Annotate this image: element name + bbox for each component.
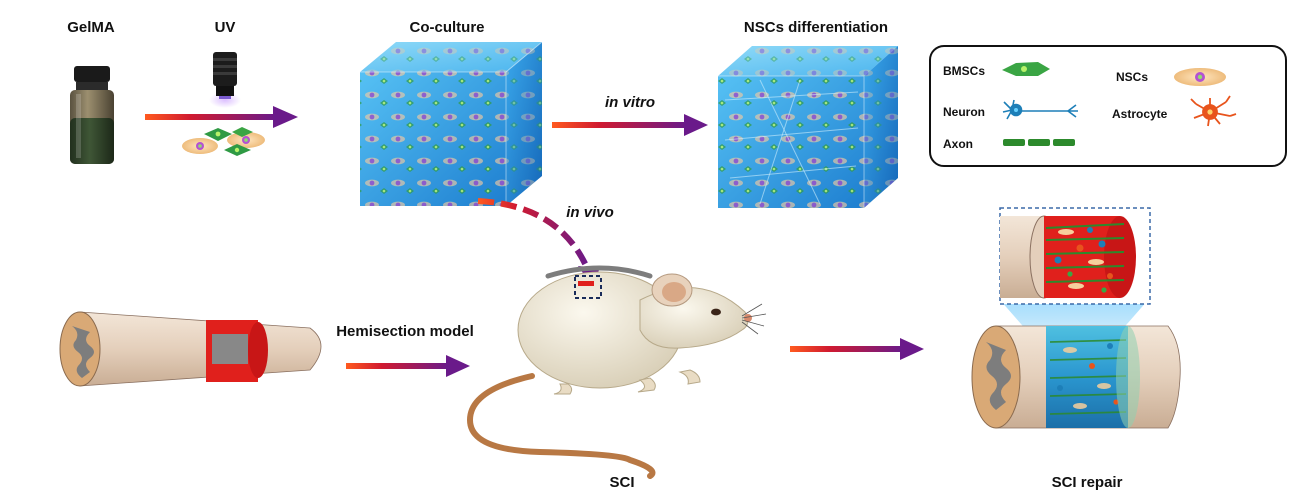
legend-label-bmscs: BMSCs <box>943 64 985 78</box>
legend-label-astrocyte: Astrocyte <box>1112 107 1168 121</box>
legend-label-axon: Axon <box>943 137 973 151</box>
coculture-label: Co-culture <box>410 19 485 36</box>
hydrogel-cube-icon <box>360 41 543 206</box>
legend-box: BMSCs NSCs Neuron Astrocyte Axon <box>929 45 1287 167</box>
cell-cluster-icon <box>182 127 265 156</box>
bmsc-icon <box>1002 62 1050 76</box>
mouse-icon <box>466 265 767 479</box>
vial-icon <box>70 66 114 164</box>
legend-label-nscs: NSCs <box>1116 70 1148 84</box>
uv-label: UV <box>215 19 236 36</box>
sci-label: SCI <box>609 474 634 491</box>
astrocyte-icon <box>1190 95 1237 127</box>
spinal-cord-icon <box>59 311 322 387</box>
differentiated-cube-icon <box>718 46 898 208</box>
nsc-icon <box>1174 68 1226 86</box>
axon-icon <box>1003 139 1075 146</box>
repaired-spinal-cord-icon <box>971 325 1181 429</box>
arrow-repair <box>790 338 924 360</box>
uv-lamp-icon <box>209 52 241 108</box>
in-vivo-label: in vivo <box>566 204 614 221</box>
arrow-encapsulate <box>145 106 298 128</box>
arrow-hemisection <box>346 355 470 377</box>
hemisection-label: Hemisection model <box>336 323 474 340</box>
arrow-in-vitro <box>552 114 708 136</box>
differentiation-label: NSCs differentiation <box>744 19 888 36</box>
gelma-label: GelMA <box>67 19 115 36</box>
in-vitro-label: in vitro <box>605 94 655 111</box>
magnifier-inset-icon <box>999 207 1151 332</box>
neuron-icon <box>1002 99 1078 120</box>
legend-label-neuron: Neuron <box>943 105 985 119</box>
sci-repair-label: SCI repair <box>1052 474 1123 491</box>
